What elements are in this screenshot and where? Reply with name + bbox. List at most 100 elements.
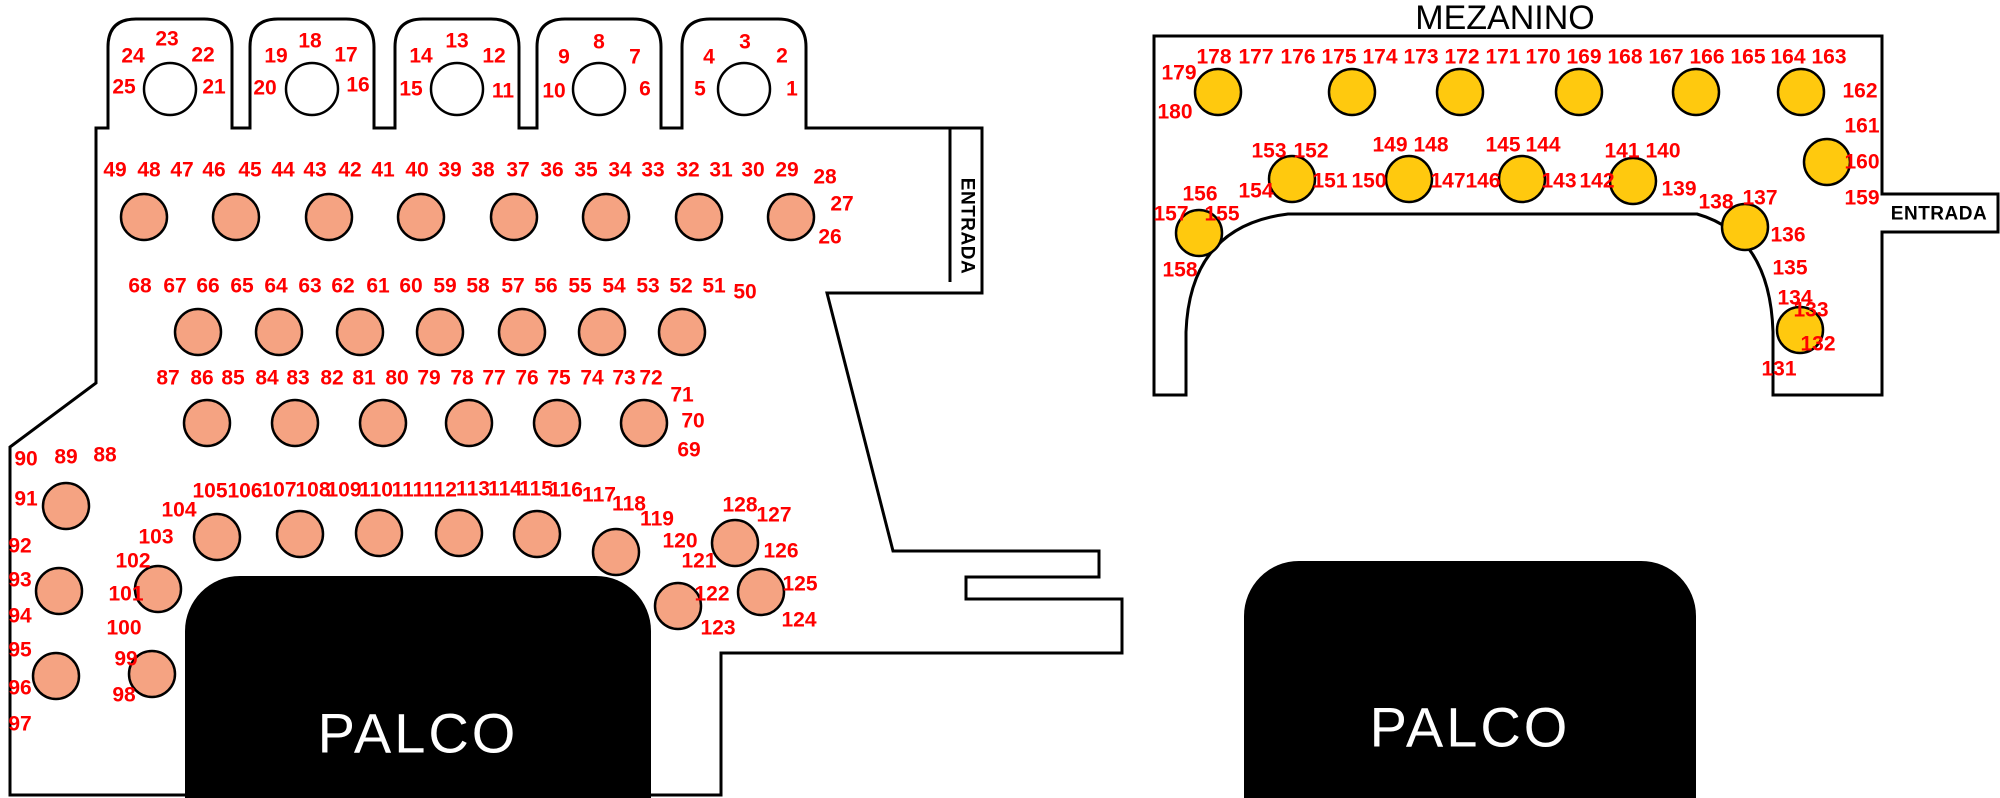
table-circle[interactable] xyxy=(270,398,320,448)
seat-number-104[interactable]: 104 xyxy=(161,499,196,522)
seat-number-31[interactable]: 31 xyxy=(709,159,733,182)
table-circle[interactable] xyxy=(674,192,724,242)
seat-number-44[interactable]: 44 xyxy=(271,159,295,182)
seat-number-82[interactable]: 82 xyxy=(320,367,343,390)
table-circle[interactable] xyxy=(1802,137,1852,187)
seat-number-101[interactable]: 101 xyxy=(108,583,143,606)
seat-number-23[interactable]: 23 xyxy=(155,28,178,51)
seat-number-74[interactable]: 74 xyxy=(580,367,604,390)
table-circle[interactable] xyxy=(275,509,325,559)
seat-number-39[interactable]: 39 xyxy=(438,159,461,182)
seat-number-106[interactable]: 106 xyxy=(227,480,262,503)
seat-number-131[interactable]: 131 xyxy=(1761,358,1796,381)
seat-number-160[interactable]: 160 xyxy=(1844,151,1879,174)
seat-number-6[interactable]: 6 xyxy=(639,78,651,101)
table-circle[interactable] xyxy=(254,307,304,357)
table-circle[interactable] xyxy=(34,566,84,616)
seat-number-26[interactable]: 26 xyxy=(818,226,841,249)
table-circle[interactable] xyxy=(736,567,786,617)
seat-number-159[interactable]: 159 xyxy=(1844,187,1879,210)
seat-number-25[interactable]: 25 xyxy=(112,76,136,99)
table-circle[interactable] xyxy=(1267,154,1317,204)
seat-number-49[interactable]: 49 xyxy=(103,159,126,182)
seat-number-59[interactable]: 59 xyxy=(433,275,456,298)
table-circle[interactable] xyxy=(1671,67,1721,117)
seat-number-153[interactable]: 153 xyxy=(1251,140,1286,163)
seat-number-75[interactable]: 75 xyxy=(547,367,571,390)
table-circle[interactable] xyxy=(119,192,169,242)
seat-number-173[interactable]: 173 xyxy=(1403,46,1438,69)
seat-number-124[interactable]: 124 xyxy=(781,609,816,632)
table-circle[interactable] xyxy=(173,307,223,357)
table-circle[interactable] xyxy=(532,398,582,448)
seat-number-139[interactable]: 139 xyxy=(1661,178,1696,201)
seat-number-16[interactable]: 16 xyxy=(346,74,369,97)
seat-number-7[interactable]: 7 xyxy=(629,46,641,69)
table-circle[interactable] xyxy=(657,307,707,357)
table-circle[interactable] xyxy=(396,192,446,242)
seat-number-110[interactable]: 110 xyxy=(359,479,393,502)
seat-number-179[interactable]: 179 xyxy=(1161,62,1196,85)
table-circle[interactable] xyxy=(497,307,547,357)
table-circle[interactable] xyxy=(429,61,485,117)
seat-number-148[interactable]: 148 xyxy=(1413,134,1448,157)
seat-number-63[interactable]: 63 xyxy=(298,275,321,298)
seat-number-10[interactable]: 10 xyxy=(542,80,565,103)
seat-number-98[interactable]: 98 xyxy=(112,684,136,707)
table-circle[interactable] xyxy=(415,307,465,357)
seat-number-72[interactable]: 72 xyxy=(639,367,662,390)
seat-number-137[interactable]: 137 xyxy=(1742,187,1777,210)
seat-number-83[interactable]: 83 xyxy=(286,367,309,390)
seat-number-100[interactable]: 100 xyxy=(106,617,141,640)
seat-number-34[interactable]: 34 xyxy=(608,159,632,182)
table-circle[interactable] xyxy=(1497,154,1547,204)
seat-number-64[interactable]: 64 xyxy=(264,275,288,298)
seat-number-69[interactable]: 69 xyxy=(677,439,700,462)
table-circle[interactable] xyxy=(1720,202,1770,252)
seat-number-9[interactable]: 9 xyxy=(558,46,570,69)
table-circle[interactable] xyxy=(31,651,81,701)
seat-number-128[interactable]: 128 xyxy=(722,494,757,517)
seat-number-37[interactable]: 37 xyxy=(506,159,529,182)
table-circle[interactable] xyxy=(581,192,631,242)
seat-number-178[interactable]: 178 xyxy=(1196,46,1231,69)
table-circle[interactable] xyxy=(182,398,232,448)
seat-number-73[interactable]: 73 xyxy=(612,367,635,390)
seat-number-35[interactable]: 35 xyxy=(574,159,598,182)
seat-number-105[interactable]: 105 xyxy=(192,480,227,503)
seat-number-36[interactable]: 36 xyxy=(540,159,563,182)
seat-number-47[interactable]: 47 xyxy=(170,159,193,182)
seat-number-60[interactable]: 60 xyxy=(399,275,422,298)
seat-number-2[interactable]: 2 xyxy=(776,45,788,68)
seat-number-95[interactable]: 95 xyxy=(8,639,32,662)
seat-number-81[interactable]: 81 xyxy=(352,367,376,390)
seat-number-46[interactable]: 46 xyxy=(202,159,225,182)
seat-number-4[interactable]: 4 xyxy=(703,46,715,69)
seat-number-162[interactable]: 162 xyxy=(1842,80,1877,103)
table-circle[interactable] xyxy=(512,509,562,559)
table-circle[interactable] xyxy=(766,192,816,242)
seat-number-167[interactable]: 167 xyxy=(1648,46,1683,69)
seat-number-175[interactable]: 175 xyxy=(1321,46,1356,69)
seat-number-96[interactable]: 96 xyxy=(8,677,31,700)
seat-number-21[interactable]: 21 xyxy=(202,76,226,99)
seat-number-180[interactable]: 180 xyxy=(1157,101,1192,124)
seat-number-174[interactable]: 174 xyxy=(1362,46,1397,69)
seat-number-156[interactable]: 156 xyxy=(1182,183,1217,206)
seat-number-140[interactable]: 140 xyxy=(1645,140,1680,163)
seat-number-94[interactable]: 94 xyxy=(8,605,32,628)
table-circle[interactable] xyxy=(192,512,242,562)
seat-number-56[interactable]: 56 xyxy=(534,275,557,298)
seat-number-66[interactable]: 66 xyxy=(196,275,219,298)
seat-number-13[interactable]: 13 xyxy=(445,30,468,53)
seat-number-52[interactable]: 52 xyxy=(669,275,692,298)
seat-number-109[interactable]: 109 xyxy=(326,479,361,502)
seat-number-24[interactable]: 24 xyxy=(121,45,145,68)
seat-number-134[interactable]: 134 xyxy=(1777,287,1812,310)
seat-number-155[interactable]: 155 xyxy=(1204,203,1239,226)
seat-number-112[interactable]: 112 xyxy=(423,479,457,502)
seat-number-138[interactable]: 138 xyxy=(1698,191,1733,214)
table-circle[interactable] xyxy=(142,61,198,117)
seat-number-76[interactable]: 76 xyxy=(515,367,538,390)
seat-number-89[interactable]: 89 xyxy=(54,446,77,469)
